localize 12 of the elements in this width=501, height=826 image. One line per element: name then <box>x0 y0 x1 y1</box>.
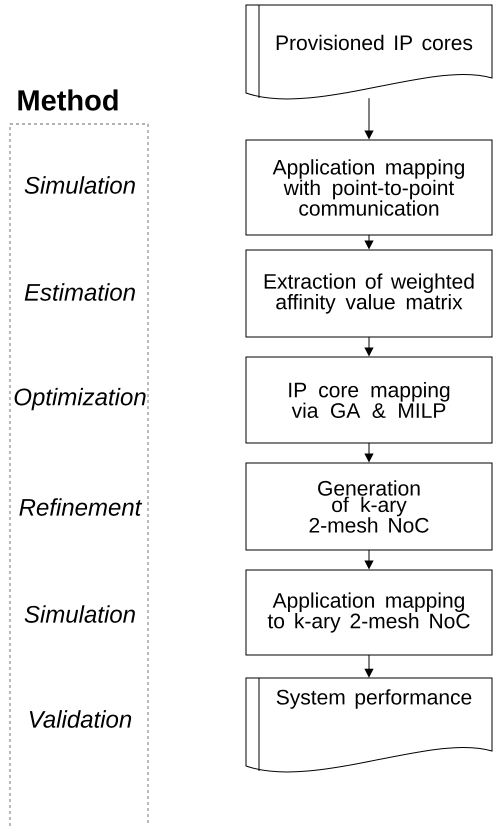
process-box: Application mapping to k-ary 2-mesh NoC <box>246 570 492 656</box>
stage-label: Simulation <box>24 605 135 623</box>
stage-label: Simulation <box>24 176 135 194</box>
column-heading: Method <box>18 89 118 111</box>
process-box: Application mapping with point-to-point communication <box>246 140 492 236</box>
stage-label: Validation <box>30 710 132 728</box>
stage-label: Optimization <box>14 388 146 410</box>
stage-label: Refinement <box>19 498 142 516</box>
process-box: Generation of k-ary 2-mesh NoC <box>246 462 492 550</box>
stage-label: Estimation <box>24 283 135 301</box>
process-box: IP core mapping via GA & MILP <box>246 356 492 444</box>
process-box: Extraction of weighted affinity value matrix <box>246 250 492 338</box>
